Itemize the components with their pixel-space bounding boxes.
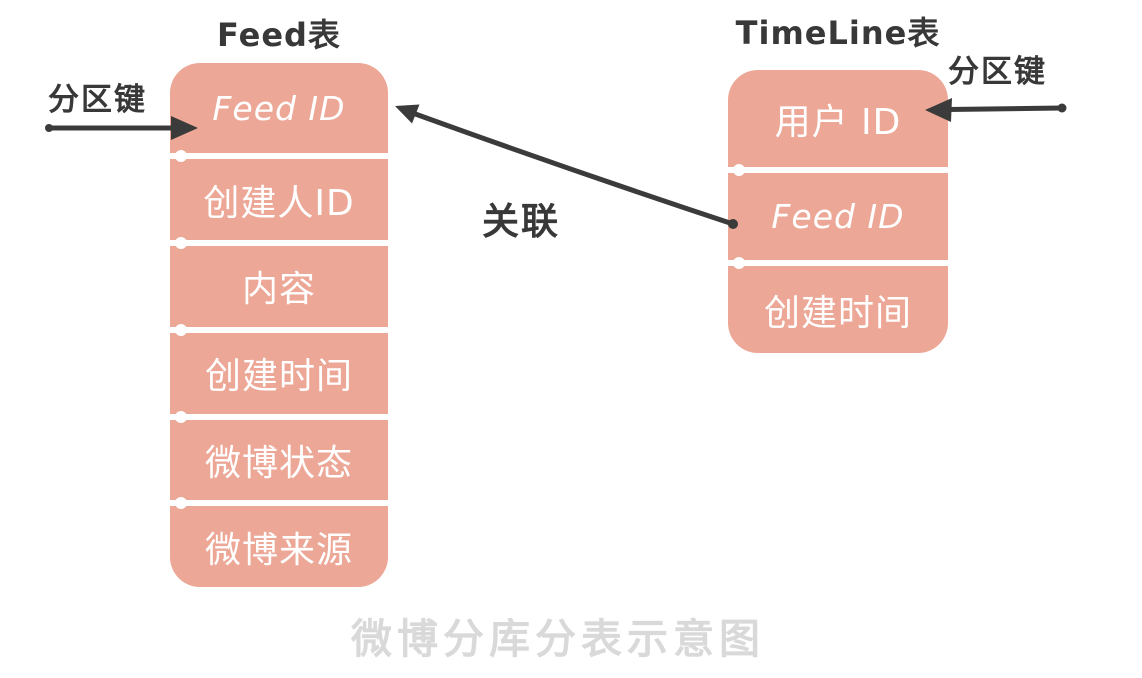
feed-row-feed-id: Feed ID: [212, 88, 346, 128]
relation-label: 关联: [482, 200, 560, 243]
diagram-caption: 微博分库分表示意图: [351, 615, 765, 663]
timeline-table: 用户 ID Feed ID 创建时间: [728, 70, 948, 353]
partition-key-label-right: 分区键: [948, 54, 1047, 90]
timeline-row-create-time: 创建时间: [728, 257, 948, 353]
relation-arrow: [395, 104, 738, 229]
feed-table-title: Feed表: [217, 16, 341, 54]
partition-key-label-left: 分区键: [48, 82, 147, 118]
feed-row-creator-id: 创建人ID: [170, 150, 388, 240]
timeline-row-user-id: 用户 ID: [774, 101, 902, 143]
feed-table: Feed ID 创建人ID 内容 创建时间 微博状态 微博来源: [170, 63, 388, 587]
feed-row-weibo-status: 微博状态: [170, 410, 388, 501]
feed-row-content: 内容: [170, 237, 388, 327]
timeline-table-title: TimeLine表: [735, 14, 941, 52]
timeline-row-feed-id: Feed ID: [728, 164, 948, 260]
feed-row-create-time: 创建时间: [170, 323, 388, 414]
feed-row-weibo-source: 微博来源: [170, 497, 388, 587]
